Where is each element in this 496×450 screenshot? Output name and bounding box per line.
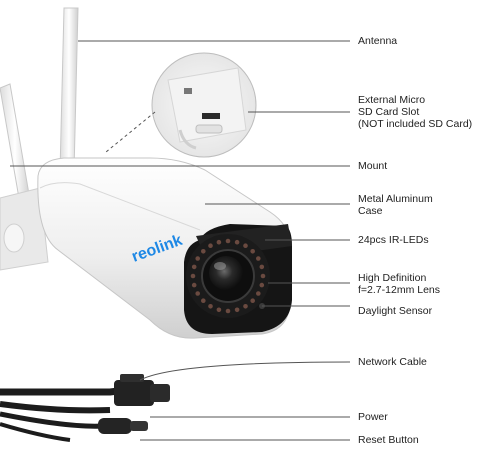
power-cable-icon — [0, 411, 148, 434]
label-antenna: Antenna — [358, 35, 397, 47]
ir-led-dot — [191, 282, 197, 288]
ir-led-dot — [259, 264, 265, 270]
ir-led-dot — [201, 298, 206, 304]
ir-led-dot — [250, 249, 255, 254]
label-power: Power — [358, 411, 388, 423]
label-text: Power — [358, 411, 388, 423]
label-metal-case: Metal Aluminum Case — [358, 193, 433, 217]
ir-led-dot — [216, 239, 222, 245]
label-mount: Mount — [358, 160, 387, 172]
label-sd-card-slot: External Micro SD Card Slot (NOT include… — [358, 94, 472, 130]
label-text: Metal Aluminum — [358, 193, 433, 205]
ir-led-dot — [191, 264, 197, 270]
camera-lens-icon — [201, 249, 255, 303]
label-lens: High Definition f=2.7-12mm Lens — [358, 272, 440, 296]
ir-led-dot — [195, 291, 200, 296]
ir-led-dot — [201, 249, 206, 254]
label-text: Network Cable — [358, 356, 427, 368]
ir-led-dot — [259, 282, 265, 288]
ir-led-dot — [195, 256, 200, 261]
ir-led-dot — [234, 239, 240, 245]
label-text: High Definition — [358, 272, 427, 284]
network-cable-icon — [0, 374, 170, 414]
ir-led-dot — [208, 243, 213, 248]
ir-led-dot — [234, 307, 240, 313]
ir-leds — [190, 238, 266, 314]
sd-card-zoom — [151, 52, 257, 158]
label-daylight-sensor: Daylight Sensor — [358, 305, 432, 317]
ir-led-dot — [225, 308, 231, 314]
ir-led-dot — [225, 238, 231, 244]
label-text: External Micro — [358, 94, 426, 106]
label-text: Mount — [358, 160, 388, 172]
ir-led-dot — [255, 256, 261, 261]
label-reset-button: Reset Button — [358, 434, 419, 446]
label-network-cable: Network Cable — [358, 356, 427, 368]
label-ir-leds: 24pcs IR-LEDs — [358, 234, 429, 246]
ir-led-dot — [243, 243, 248, 248]
sd-zoom-pointer — [105, 111, 156, 153]
ir-led-dot — [260, 273, 266, 279]
ir-led-dot — [250, 298, 255, 304]
label-text: Reset Button — [358, 434, 419, 446]
ir-led-dot — [208, 304, 213, 309]
label-text: Daylight Sensor — [358, 305, 433, 317]
label-text: SD Card Slot — [358, 106, 420, 118]
leader-lines — [10, 40, 351, 441]
label-text: 24pcs IR-LEDs — [358, 234, 429, 246]
ir-led-dot — [255, 291, 261, 296]
ir-led-dot — [216, 307, 222, 313]
ir-led-dot — [190, 273, 196, 279]
label-text: f=2.7-12mm Lens — [358, 284, 441, 296]
reset-cable-icon — [0, 422, 71, 442]
label-text: (NOT included SD Card) — [358, 118, 473, 130]
label-text: Antenna — [358, 35, 398, 47]
mount-bracket — [0, 187, 49, 271]
ir-led-dot — [243, 304, 248, 309]
label-text: Case — [358, 205, 383, 217]
